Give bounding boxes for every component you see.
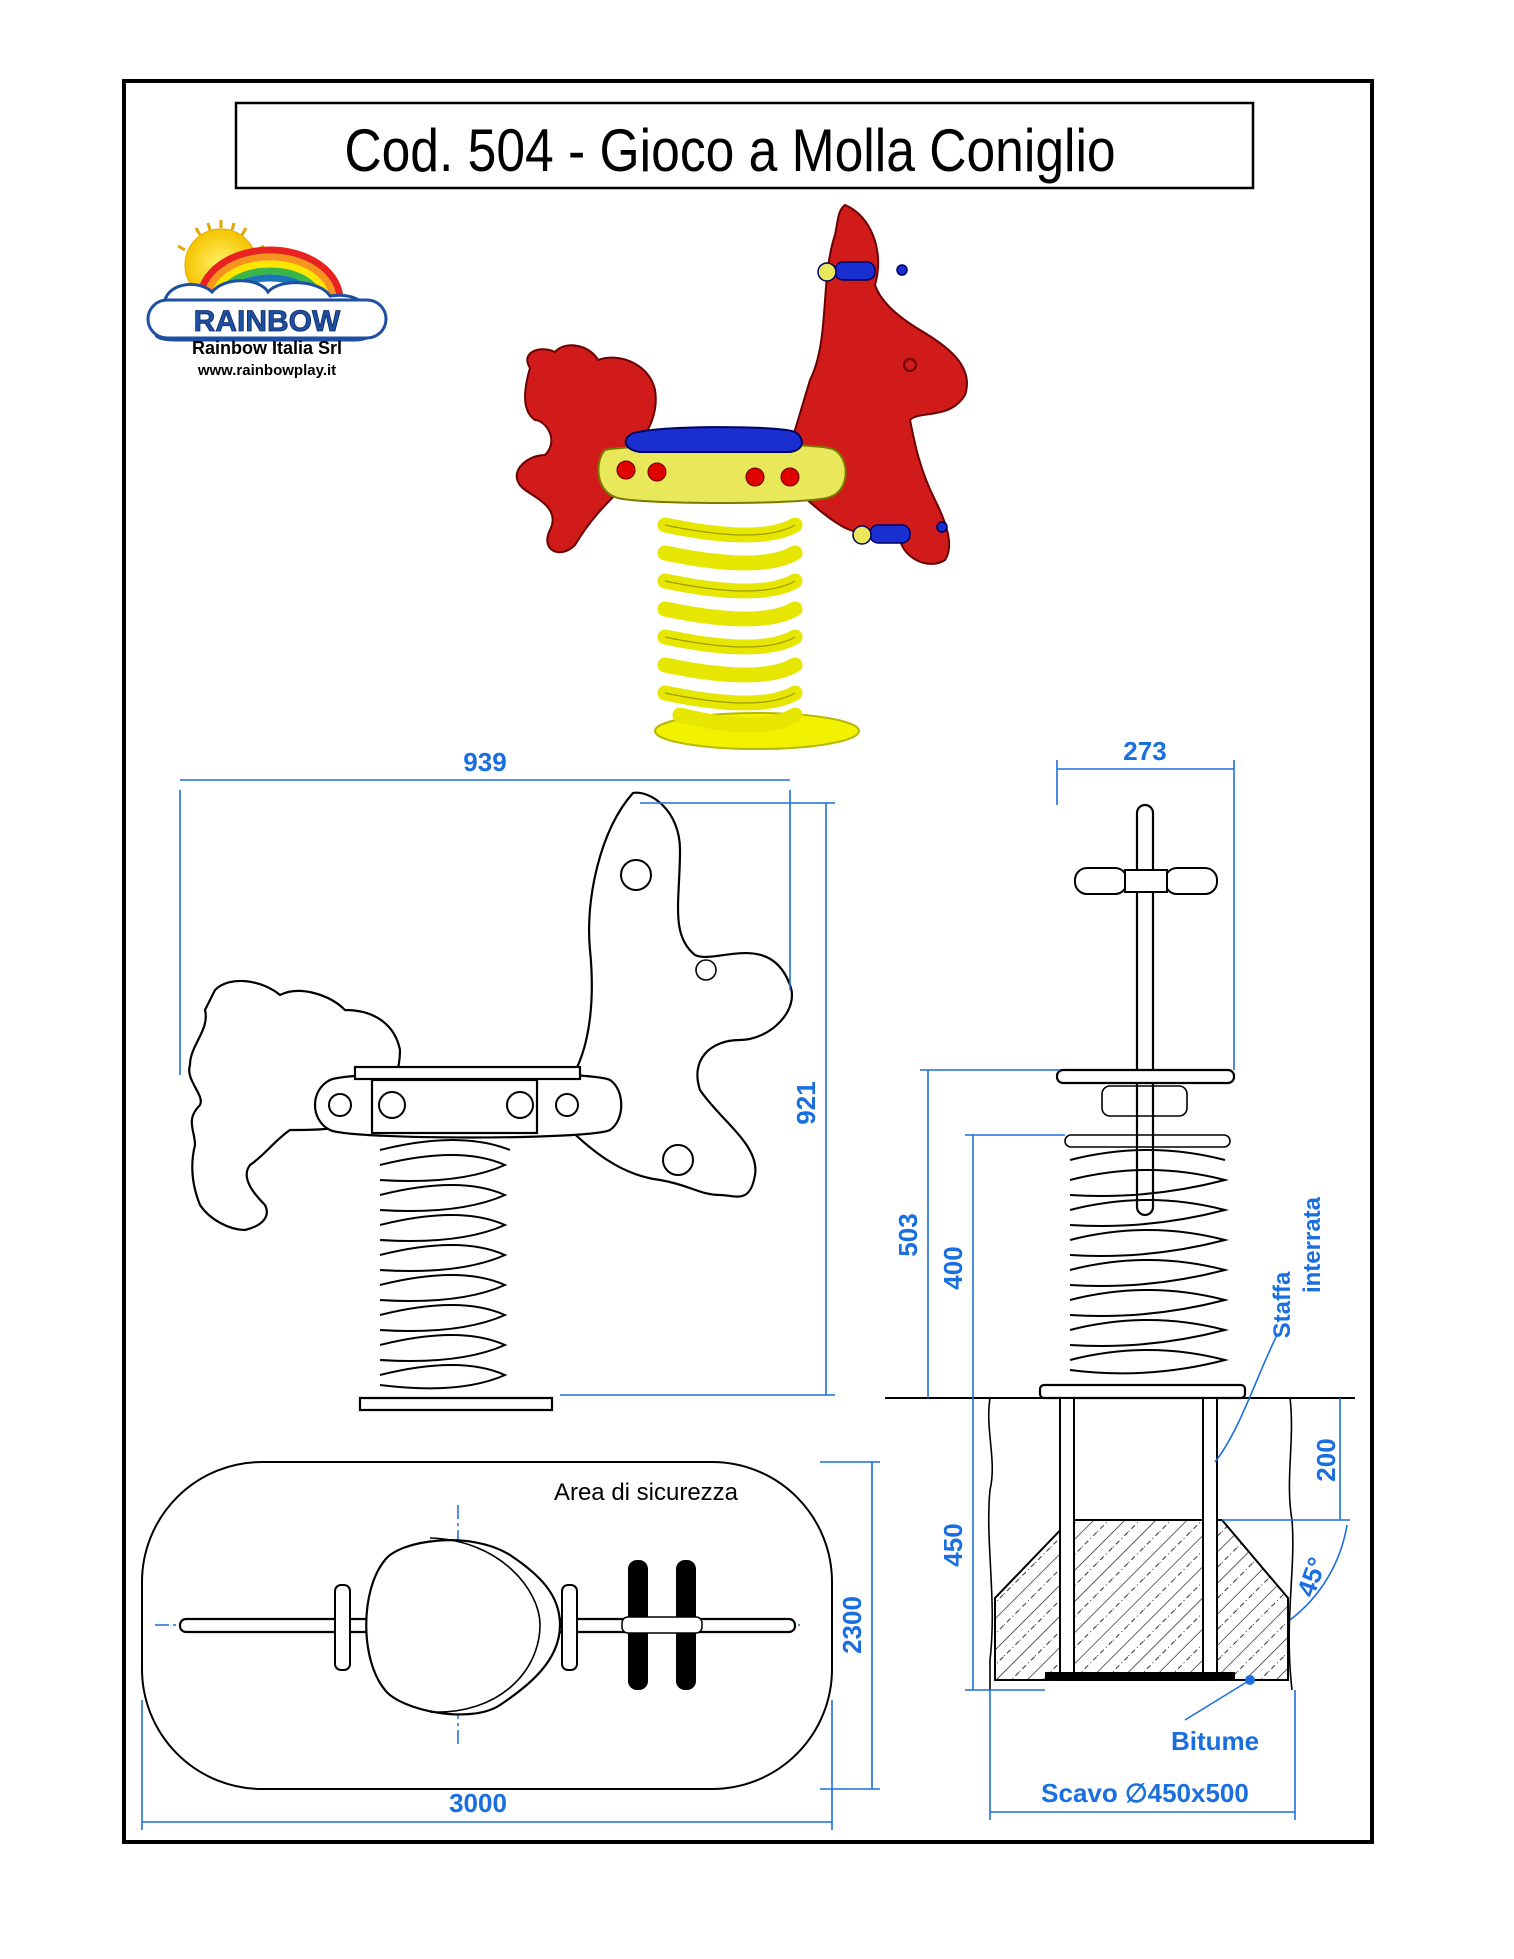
page-title: Cod. 504 - Gioco a Molla Coniglio [344,116,1115,184]
label-buried-bracket-1: Staffa [1269,1271,1296,1338]
dim-area-width: 3000 [449,1788,507,1818]
side-dimensions: 939 921 [179,747,835,1396]
dim-anchor-depth: 200 [1311,1438,1341,1481]
dim-area-depth: 2300 [837,1596,867,1654]
brand-name: RAINBOW [194,305,341,338]
dim-side-height: 921 [791,1081,821,1124]
front-handle-icon [1074,867,1218,895]
seat-bracket [597,443,847,504]
brand-banner [146,298,388,340]
dim-foundation-depth: 450 [938,1523,968,1566]
rabbit-3d-illustration [515,203,968,750]
side-tail-outline [188,979,402,1232]
seat-blue [624,426,803,453]
dim-spring-height: 400 [938,1246,968,1289]
title-box [234,101,1255,190]
dim-side-width: 939 [463,747,506,777]
tail-red-body [515,344,657,554]
foundation-section [987,1397,1294,1691]
top-seat-outline [365,1539,562,1716]
rainbow-logo: RAINBOW Rainbow Italia Srl www.rainbowpl… [146,220,388,379]
company-name: Rainbow Italia Srl [192,338,342,358]
side-view [188,791,793,1412]
dim-angle: 45° [1291,1553,1333,1600]
label-bitumen: Bitume [1171,1726,1259,1756]
dim-front-width: 273 [1123,736,1166,766]
dim-total-height: 503 [893,1213,923,1256]
drawing-frame [122,79,1374,1844]
label-safety-area: Area di sicurezza [554,1479,739,1506]
front-view [885,803,1355,1400]
side-head-outline [558,791,793,1198]
head-red-body [778,203,968,565]
label-excavation: Scavo ∅450x500 [1041,1778,1249,1808]
company-website: www.rainbowplay.it [197,362,336,379]
concrete-block [994,1519,1289,1681]
handle-blue-icon [817,261,948,545]
label-buried-bracket-2: interrata [1299,1196,1326,1293]
safety-area-view: Area di sicurezza 2300 3000 [141,1461,880,1830]
front-dimensions: 273 503 400 450 200 45° Scavo ∅450x500 B… [893,736,1350,1820]
